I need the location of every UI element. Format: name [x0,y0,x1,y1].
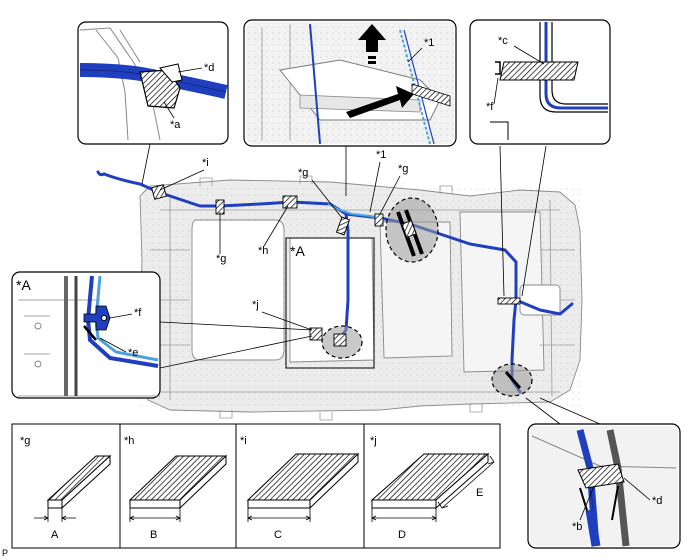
label-g-roof-right: *g [398,163,408,175]
zoom-region-a-frame [285,237,375,369]
label-h-roof: *h [258,245,268,257]
legend-dim-a: A [51,529,59,541]
legend-dim-b: B [150,529,157,541]
legend-cell-g: *g A [20,435,112,541]
detail-panel-clamp-a: *d *a [77,21,229,145]
legend-cell-j: *j D E [370,435,495,541]
legend-cell-h: *h B [124,435,228,541]
leader-to-detail-a [141,143,151,185]
legend-dim-d: D [398,529,406,541]
label-d-detailB: *d [652,495,662,507]
label-d-detail1: *d [204,62,214,74]
detail-panel-a: *A *f *e [11,271,161,399]
leader-to-detail-e [159,321,313,331]
label-e-detailA: *e [128,347,138,359]
legend-label-i: *i [240,435,247,447]
label-1-roof: *1 [376,149,386,161]
label-1-detail2: *1 [424,37,434,49]
detail-panel-clamp-c: *c *f [469,19,611,145]
label-f-detailA: *f [134,307,142,319]
label-b-detailB: *b [572,521,582,533]
label-a-ref-roof: *A [290,243,305,259]
roof-tapes [151,184,521,341]
leader-to-detail-c [499,145,505,297]
label-i-roof: *i [202,157,209,169]
legend-dim-e: E [476,487,483,499]
legend-dim-c: C [274,529,282,541]
roof-clamp-circles [321,197,533,397]
legend-cell-i: *i C [240,435,360,541]
label-j-roof: *j [252,299,259,311]
tape-legend-table: *g A *h B *i [11,423,501,549]
label-g-roof-left: *g [216,253,226,265]
leader-to-detail-b [525,397,561,425]
legend-label-j: *j [370,435,377,447]
detail-panel-clamp-1: *1 [243,19,457,147]
legend-label-g: *g [20,435,30,447]
label-a-ref-detail: *A [16,277,31,293]
label-g-roof-mid: *g [298,167,308,179]
corner-code: P [2,548,8,558]
legend-label-h: *h [124,435,134,447]
detail-panel-clamp-b: *d *b [527,423,681,549]
label-c-detail3: *c [498,35,508,47]
label-a-detail1: *a [170,119,181,131]
label-f-detail3: *f [486,101,494,113]
